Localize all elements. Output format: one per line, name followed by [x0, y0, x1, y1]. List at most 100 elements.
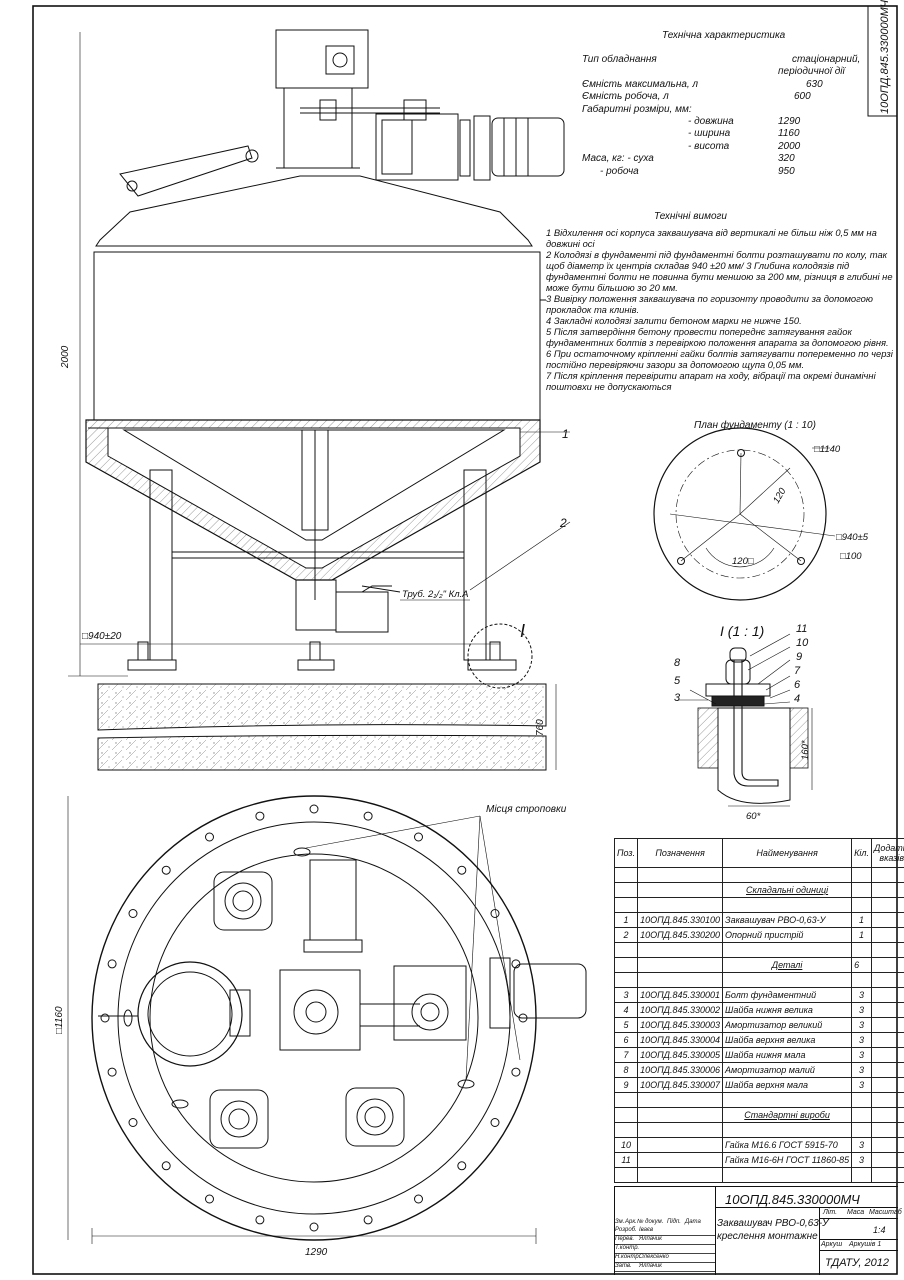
spec-header-row: Поз.ПозначенняНайменуванняКіл.Додаткові … — [613, 838, 904, 868]
title-col-header: Підп. — [667, 1219, 681, 1225]
front-dim-foundation: 760 — [535, 719, 546, 736]
front-pipe-label: Труб. 2₁/₂" Кл.А — [402, 589, 469, 600]
spec-section-qty — [851, 882, 872, 898]
flange-bolt-hole — [457, 865, 467, 875]
title-scale-header: Масштаб — [869, 1209, 902, 1216]
tech-char-title: Технічна характеристика — [662, 30, 786, 41]
flange-bolt-hole — [414, 832, 423, 842]
spec-cell: 3 — [613, 987, 639, 1003]
title-col-header: № докум. — [637, 1219, 664, 1225]
flange-bolt-hole — [518, 1013, 528, 1023]
detail-dim-width: 60* — [746, 811, 761, 822]
tech-char-label: - висота — [688, 140, 730, 152]
detail-label-6: 6 — [794, 679, 801, 691]
spec-cell: 1 — [851, 927, 872, 943]
spec-cell: 10ОПД.845.330004 — [637, 1032, 724, 1048]
spec-cell: 5 — [613, 1017, 639, 1033]
spec-cell: 3 — [851, 1137, 872, 1153]
flange-bolt-hole — [107, 959, 117, 969]
title-person: Ялпачик — [639, 1263, 662, 1269]
spec-section-row: Складальні одиниці — [613, 882, 904, 898]
flange-bolt-hole — [255, 1215, 265, 1225]
detail-label-9: 9 — [796, 651, 802, 663]
front-dim-height: 2000 — [60, 345, 71, 369]
spec-cell: 7 — [613, 1047, 639, 1063]
spec-cell: Болт фундаментний — [722, 987, 853, 1003]
title-org: ТДАТУ, 2012 — [825, 1257, 889, 1269]
sling-label: Місця строповки — [486, 804, 567, 815]
title-col-header: Дата — [685, 1219, 701, 1225]
foundation-plan-drawing — [653, 427, 836, 601]
tech-char-label: - довжина — [688, 116, 734, 127]
tech-char-value: 320 — [778, 153, 795, 165]
tech-char-value: стаціонарний, — [792, 54, 861, 65]
spec-section-title: Стандартні вироби — [722, 1107, 853, 1123]
tech-char-value: 1160 — [778, 128, 800, 140]
flange-bolts — [100, 804, 528, 1232]
flange-bolt-hole — [511, 1067, 521, 1077]
tech-char-label: Габаритні розміри, мм: — [582, 103, 692, 115]
spec-section-title: Деталі — [722, 957, 853, 973]
tech-char-label: Ємність робоча, л — [582, 91, 669, 103]
flange-bolt-hole — [205, 832, 214, 842]
flange-bolt-hole — [511, 959, 521, 969]
foundation-blocks — [97, 683, 557, 771]
spec-cell — [637, 1152, 724, 1168]
tech-char-label: Ємність максимальна, л — [582, 78, 699, 90]
title-role: Розроб. — [615, 1227, 637, 1233]
spec-cell: 3 — [851, 1047, 872, 1063]
front-position-1: 1 — [562, 427, 569, 441]
top-dim-width: □1160 — [54, 1006, 65, 1034]
spec-cell: 10ОПД.845.330006 — [637, 1062, 724, 1078]
spec-cell: Шайба нижня мала — [722, 1047, 853, 1063]
tech-char-value: 600 — [794, 91, 811, 103]
spec-cell: 10 — [613, 1137, 639, 1153]
spec-blank-row — [613, 1167, 904, 1183]
detail-label-10: 10 — [796, 637, 809, 649]
spec-cell: 10ОПД.845.330007 — [637, 1077, 724, 1093]
spec-table: Поз.ПозначенняНайменуванняКіл.Додаткові … — [613, 838, 904, 1183]
spec-cell: 6 — [613, 1032, 639, 1048]
spec-cell: 3 — [851, 1152, 872, 1168]
tech-char-value: 1290 — [778, 116, 801, 127]
front-dim-bolt-circle: □940±20 — [82, 631, 122, 642]
spec-cell: 2 — [613, 927, 639, 943]
flange-bolt-hole — [107, 1067, 117, 1077]
foundation-dim-outer: □1140 — [814, 444, 841, 455]
flange-bolt-hole — [100, 1013, 110, 1023]
spec-section-row: Стандартні вироби — [613, 1107, 904, 1123]
title-person: Ялпачик — [639, 1236, 662, 1242]
detail-label-8: 8 — [674, 657, 681, 669]
detail-label-7: 7 — [794, 665, 801, 677]
detail-label-3: 3 — [674, 692, 681, 704]
doc-code-vertical: 10ОПД.845.330000МЧ — [879, 0, 891, 114]
spec-blank-row — [613, 1122, 904, 1138]
spec-cell: Гайка М16-6Н ГОСТ 11860-85 — [722, 1152, 853, 1168]
spec-cell: 10ОПД.845.330200 — [637, 927, 724, 943]
tech-req-title: Технічні вимоги — [654, 211, 727, 222]
spec-cell: 10ОПД.845.330001 — [637, 987, 724, 1003]
tech-req-item: 6 При остаточному кріпленні гайки болтів… — [546, 348, 893, 370]
detail-dim-depth: 160* — [800, 740, 811, 760]
flange-bolt-hole — [309, 804, 319, 814]
spec-blank-row — [613, 897, 904, 913]
tech-char-label: Тип обладнання — [582, 54, 657, 65]
tech-req-item: 5 Після затвердіння бетону провести попе… — [546, 326, 889, 348]
flange-bolt-hole — [363, 811, 373, 821]
title-name-line2: креслення монтажне — [717, 1231, 818, 1242]
spec-cell: 3 — [851, 1002, 872, 1018]
flange-bolt-hole — [255, 811, 265, 821]
sheet-frame — [32, 5, 898, 1275]
spec-cell: 3 — [851, 1062, 872, 1078]
